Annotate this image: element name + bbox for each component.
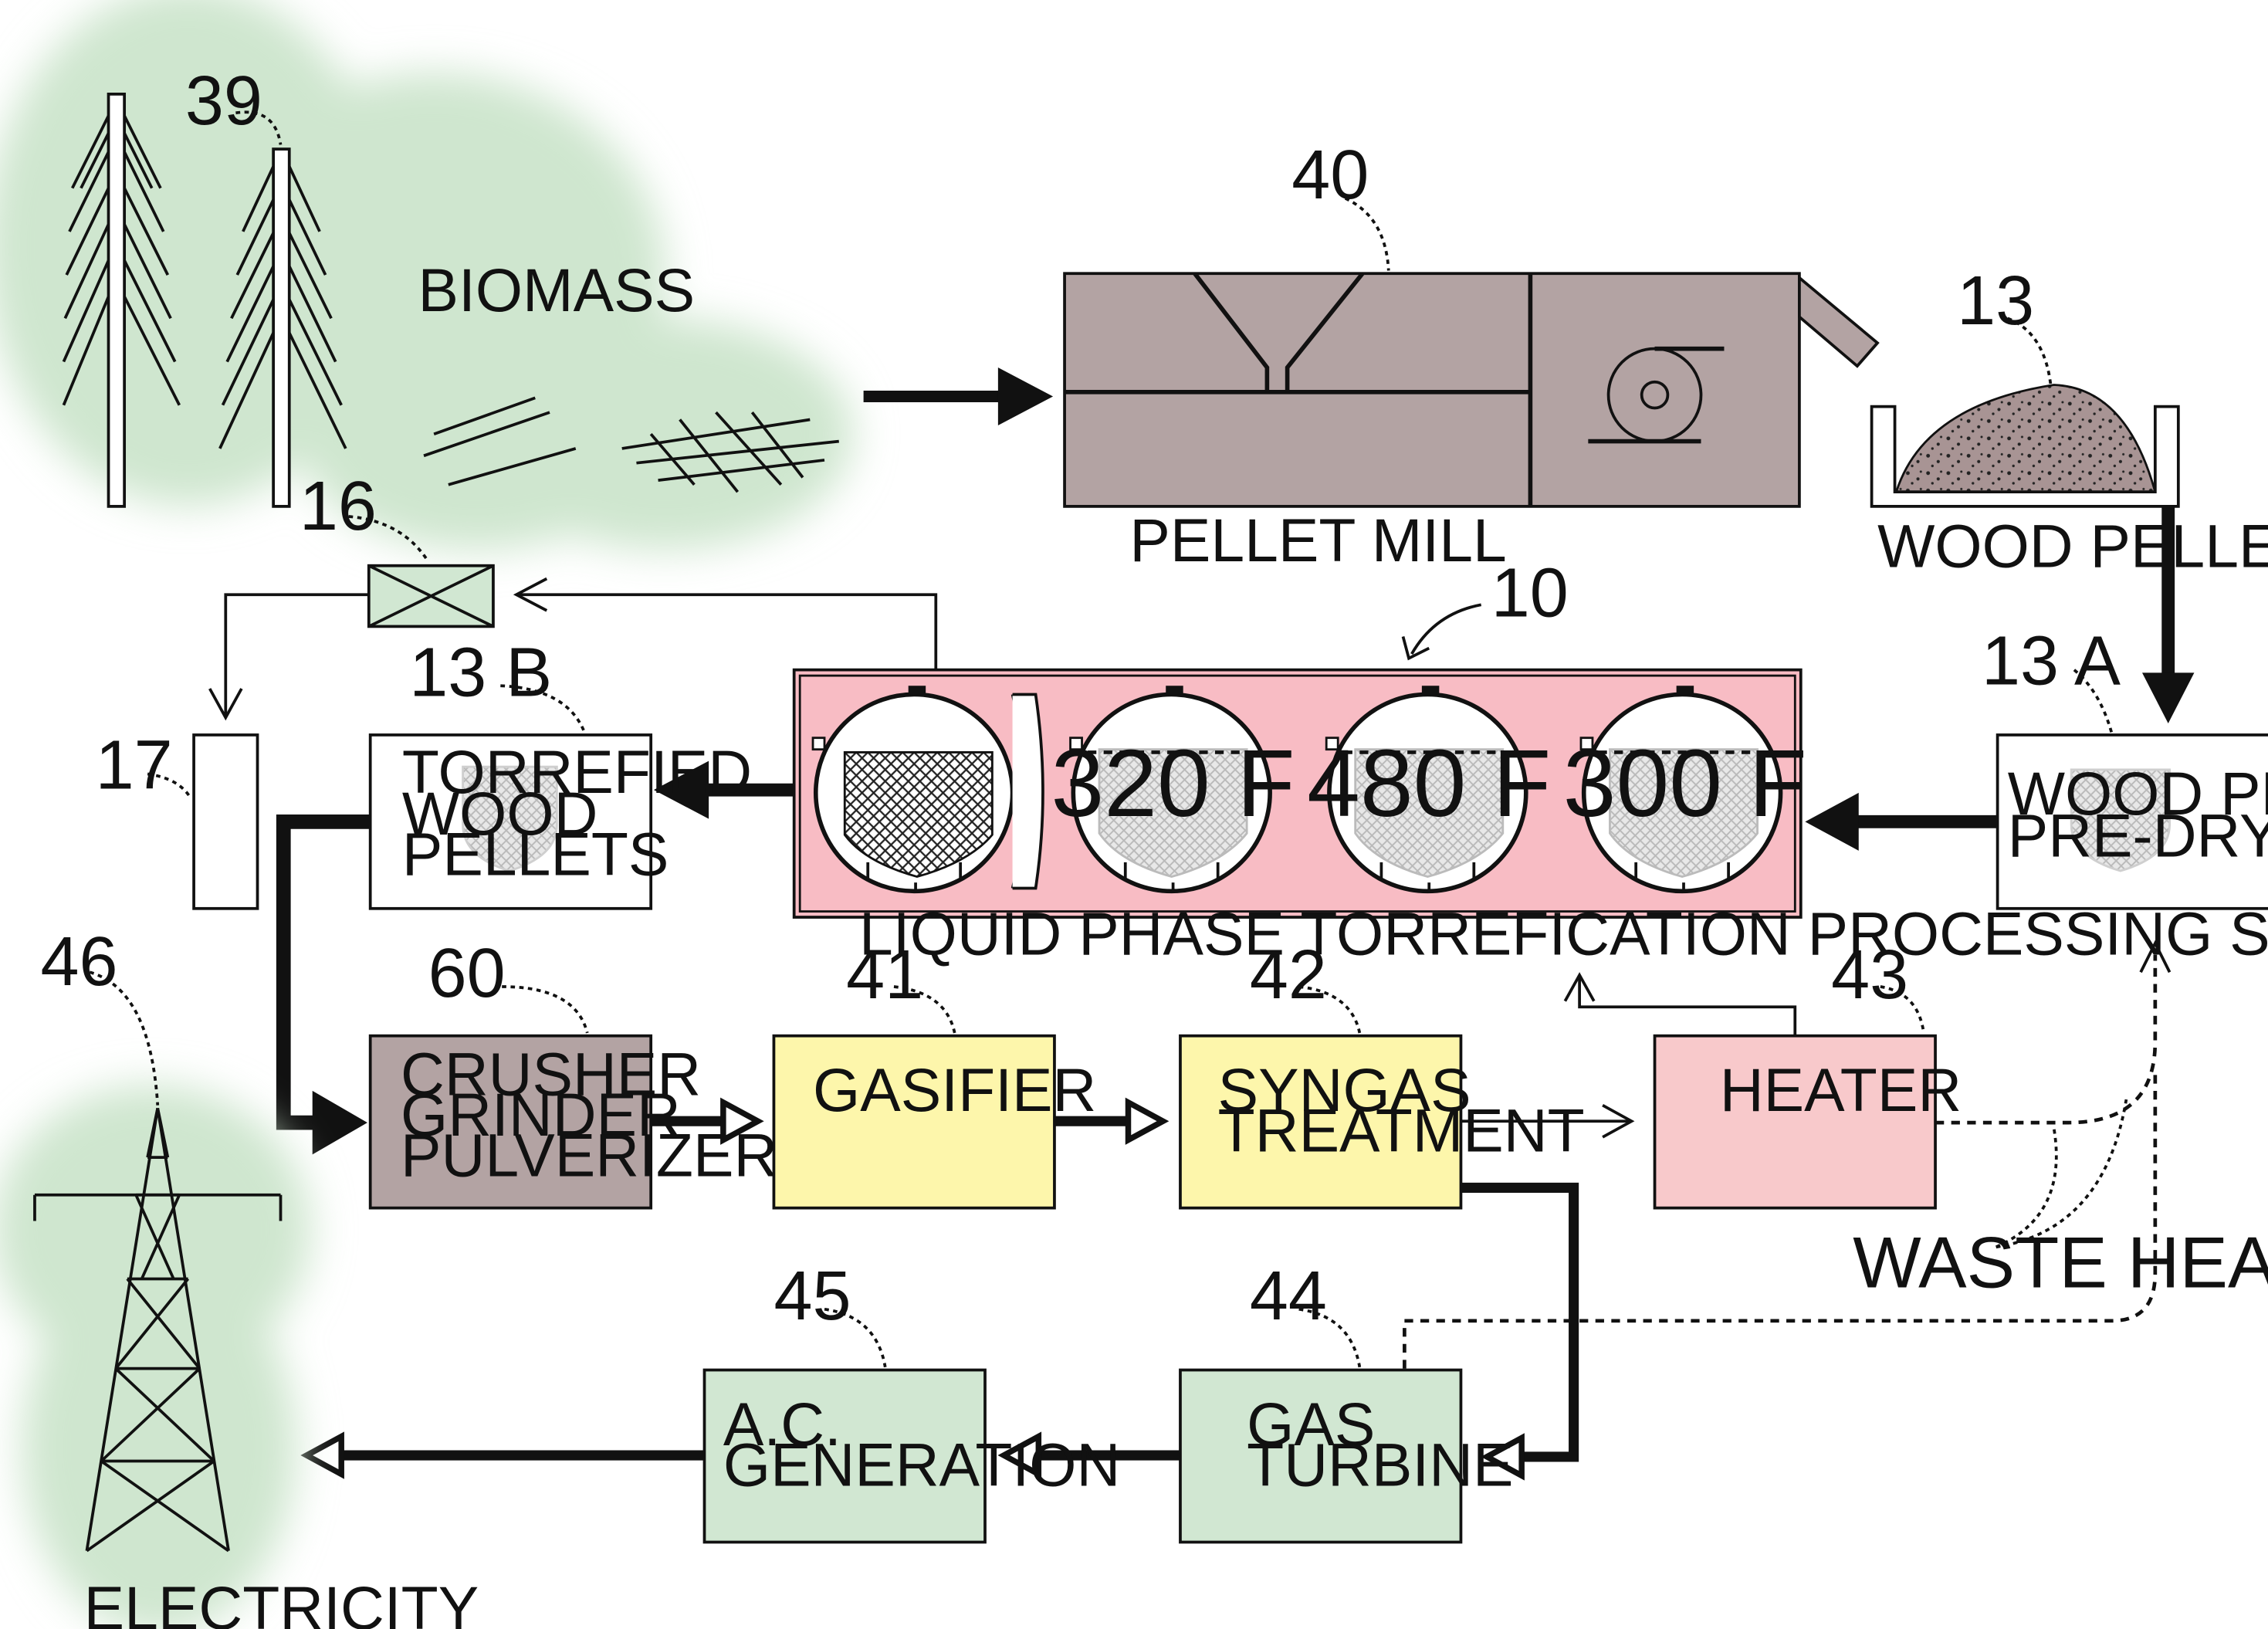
arrow-predrying-to-lpt [1805,792,1998,851]
svg-text:40: 40 [1291,137,1369,214]
heater-label: HEATER [1720,1056,1962,1124]
svg-text:41: 41 [846,936,923,1014]
torrefied-line-3: PELLETS [402,821,669,889]
torrefied-line-2: WOOD [402,780,598,848]
transmission-tower-icon [33,1107,283,1553]
filter-16 [367,564,495,628]
gasifier-box: GASIFIER [772,1034,1096,1210]
electricity-label: ELECTRICITY [84,1574,479,1629]
waste-heat-lines [1403,940,2172,1369]
torrefied-line-1: TORREFIED [402,738,752,806]
pellet-mill-machine [1063,272,1880,508]
tree-icon [62,93,181,508]
lpt-system-label: LIQUID PHASE TORREFICATION PROCESSING SY… [859,900,2268,968]
wood-pellets-label: WOOD PELLETS [1877,513,2268,581]
electricity-glow [0,1085,311,1629]
gasifier-label: GASIFIER [813,1056,1096,1124]
tank-4-temperature: 300 F [1563,730,1807,837]
waste-heat-leaders [1995,1099,2128,1249]
ac-line-2: GENERATION [723,1431,1120,1499]
wood-pellets-pile [1870,384,2180,508]
svg-text:45: 45 [773,1258,851,1335]
heater-box: HEATER [1653,1034,1962,1210]
arrow-biomass-to-mill [863,367,1054,425]
arrow-ac-to-electricity [300,1431,705,1479]
crusher-line-3: PULVERIZER [401,1121,777,1189]
svg-text:60: 60 [428,935,506,1012]
tree-icon [218,147,347,508]
line-filter-to-17 [208,593,369,721]
ref-46: 46 [40,923,160,1106]
ref-44: 44 [1250,1258,1362,1368]
wood-chips-icon [423,396,839,493]
ref-45: 45 [773,1258,887,1368]
ref-42: 42 [1250,936,1362,1034]
svg-text:13 A: 13 A [1982,622,2121,699]
torrefaction-tank-3: 480 F [1307,686,1551,894]
arrow-syngas-to-heater [1461,1103,1635,1139]
arrow-gasifier-to-syngas [1054,1097,1170,1145]
line-lpt-to-filter [513,577,938,670]
ref-10: 10 [1401,554,1569,661]
ref-13a: 13 A [1982,622,2121,734]
svg-text:16: 16 [300,468,377,545]
tank-2-temperature: 320 F [1051,730,1295,837]
svg-text:13 B: 13 B [409,634,552,711]
torrefaction-tank-4: 300 F [1563,686,1807,894]
arrow-pellets-to-predrying [2141,506,2195,723]
ref-16: 16 [300,468,430,563]
syngas-line-2: TREATMENT [1218,1097,1585,1165]
svg-text:43: 43 [1831,936,1908,1014]
torrefaction-tank-1 [811,686,1044,894]
arrow-lpt-to-torrefied [653,760,794,819]
syngas-box: SYNGAS TREATMENT [1179,1034,1585,1210]
predrying-line-2: PRE-DRYING [2008,801,2268,869]
tank-3-temperature: 480 F [1307,730,1551,837]
turbine-line-2: TURBINE [1247,1431,1513,1499]
arrow-turbine-to-ac [997,1431,1180,1479]
syngas-line-1: SYNGAS [1218,1056,1471,1124]
collector-17 [192,733,259,910]
waste-heat-label: WASTE HEAT [1853,1222,2268,1303]
gas-turbine-box: GAS TURBINE [1179,1368,1514,1544]
ref-43: 43 [1831,936,1925,1034]
biomass-background [0,0,854,550]
ref-39: 39 [185,63,283,145]
ref-13b: 13 B [409,634,586,733]
svg-text:10: 10 [1491,554,1569,632]
arrow-crusher-to-gasifier [651,1097,764,1145]
svg-text:17: 17 [96,726,173,804]
crusher-line-2: GRINDER [401,1081,681,1149]
torrefaction-tank-2: 320 F [1051,686,1295,894]
predrying-line-1: WOOD PELLETS [2008,760,2268,828]
pellet-mill-label: PELLET MILL [1129,506,1506,574]
ref-60: 60 [428,935,589,1034]
arrow-torrefied-to-crusher [276,814,371,1155]
ref-40: 40 [1291,137,1390,271]
ref-13: 13 [1957,262,2053,388]
ref-41: 41 [846,936,956,1034]
svg-text:42: 42 [1250,936,1327,1014]
svg-text:39: 39 [185,63,262,140]
ref-17: 17 [96,726,192,804]
biomass-label: BIOMASS [418,256,696,324]
svg-text:13: 13 [1957,262,2034,340]
predrying-box: WOOD PELLETS PRE-DRYING [1996,733,2268,910]
torrefied-pellets-box: TORREFIED WOOD PELLETS [368,733,752,910]
line-heater-to-lpt [1563,972,1797,1036]
crusher-line-1: CRUSHER [401,1041,701,1109]
svg-text:44: 44 [1250,1258,1327,1335]
arrow-syngas-to-turbine [1461,1182,1579,1481]
svg-text:46: 46 [40,923,117,1001]
ac-generation-box: A.C. GENERATION [702,1368,1120,1544]
turbine-line-1: GAS [1247,1390,1375,1458]
ac-line-1: A.C. [723,1390,841,1458]
